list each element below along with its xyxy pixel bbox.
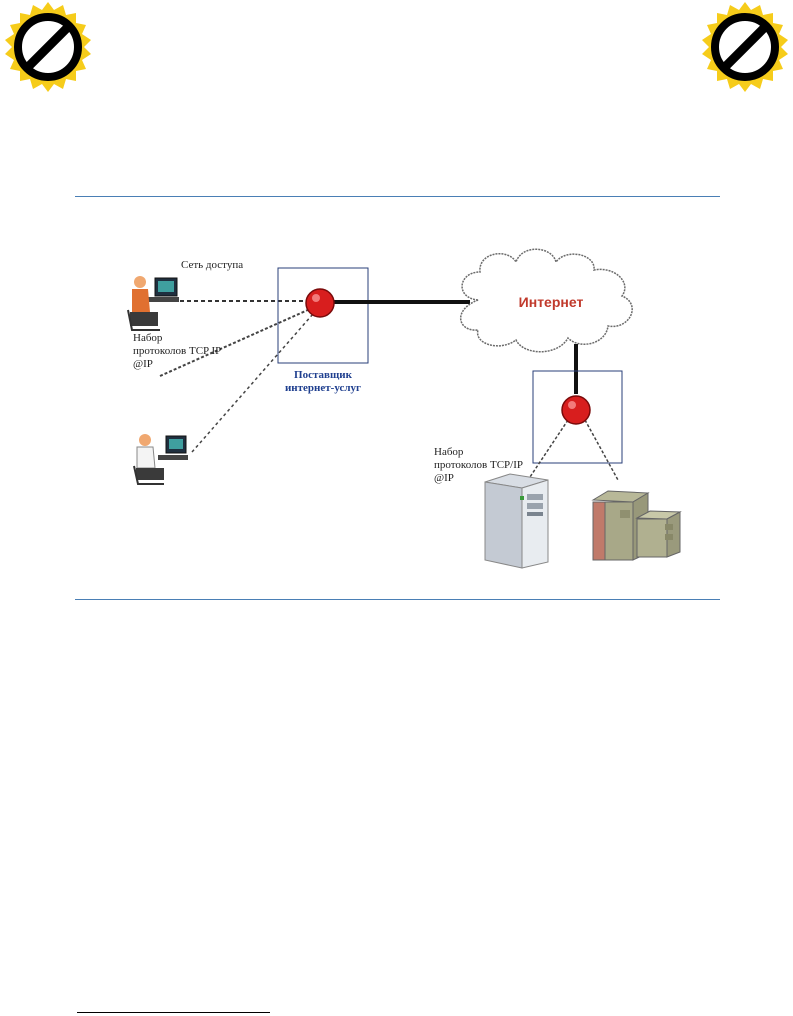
isp-box: [277, 267, 369, 364]
bottom-divider: [75, 599, 720, 600]
server-branch-2: [584, 419, 619, 481]
client-stack-label-line1: Набор: [133, 332, 163, 344]
no-entry-badge-icon: [702, 2, 788, 92]
isp-label-line2: интернет-услуг: [285, 382, 361, 394]
access-link-2: [159, 308, 311, 377]
mainframe-icon: [591, 490, 682, 561]
server-tower-icon: [484, 473, 549, 569]
isp-label-line1: Поставщик: [294, 369, 353, 381]
cloud-icon: [459, 248, 633, 353]
access-link-3: [191, 313, 314, 453]
internet-label: Интернет: [519, 294, 584, 310]
no-entry-badge-icon: [5, 2, 91, 92]
top-divider: [75, 196, 720, 197]
client-stack-label-line2: протоколов TCP IP: [133, 345, 221, 357]
server-box: [532, 370, 623, 464]
isp-node: [305, 288, 335, 318]
client-stack-label-line3: @IP: [133, 358, 153, 370]
access-network-label: Сеть доступа: [181, 259, 243, 271]
footnote-divider: [77, 1012, 270, 1013]
server-stack-label-line3: @IP: [434, 472, 454, 484]
user-workstation-icon: [127, 276, 179, 331]
user-workstation-icon: [133, 434, 188, 485]
server-node: [561, 395, 591, 425]
server-stack-label-line1: Набор: [434, 446, 464, 458]
server-stack-label-line2: протоколов TCP/IP: [434, 459, 523, 471]
server-branch-1: [527, 419, 569, 481]
